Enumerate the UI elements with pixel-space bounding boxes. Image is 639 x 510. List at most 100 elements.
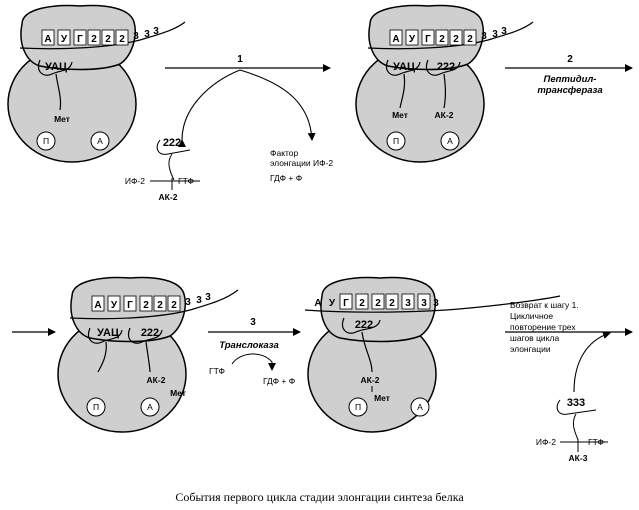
panel-4: А У Г 2 2 2 3 3 3 222 АК-2 Мет П А: [304, 276, 561, 433]
step3-gtp: ГТФ: [209, 366, 225, 376]
codon-1: А: [44, 34, 51, 45]
p4-codon-4: 2: [359, 298, 365, 309]
p3-codon-6: 2: [171, 300, 177, 311]
p3-codon-2: У: [111, 300, 118, 311]
p4-codon-1: А: [314, 298, 321, 309]
p4-codon-8: 3: [421, 298, 427, 309]
p2-site-a: А: [447, 136, 453, 146]
codon-8: 3: [144, 29, 150, 40]
panel-2: А У Г 2 2 2 3 3 3 УАЦ 222 Мет АК-2 П А: [355, 4, 534, 163]
factor-line-1: Фактор: [270, 148, 299, 158]
return-to-step-1: Возврат к шагу 1. Цикличное повторение т…: [505, 300, 633, 393]
return-line-2: Цикличное: [510, 311, 553, 321]
ak3-label: АК-3: [569, 453, 588, 463]
p3-met: Мет: [170, 388, 186, 398]
peptidyl-line-2: трансфераза: [537, 85, 602, 96]
p2-ak2: АК-2: [435, 110, 454, 120]
step-3-arrow: 3 Транслоказа ГТФ ГДФ + Ф: [208, 317, 301, 386]
p3-anticodon-met: УАЦ: [97, 327, 119, 339]
mrna-strand-2: [367, 21, 534, 50]
translocase-label: Транслоказа: [219, 340, 279, 351]
p2-site-p: П: [393, 136, 399, 146]
p2-met: Мет: [392, 110, 408, 120]
p4-codon-2: У: [329, 298, 336, 309]
p3-codon-5: 2: [157, 300, 163, 311]
step-2-arrow: 2 Пептидил- трансфераза: [505, 54, 633, 96]
codon-row: А У Г 2 2 2 3 3 3: [41, 26, 159, 46]
gdp-label: ГДФ + Ф: [270, 173, 302, 183]
p3-ak2: АК-2: [147, 375, 166, 385]
p4-site-a: А: [417, 402, 423, 412]
p3-codon-3: Г: [127, 300, 133, 311]
if2-label-3: ИФ-2: [536, 437, 556, 447]
gtp-label: ГТФ: [178, 176, 194, 186]
mrna-strand-4: [304, 295, 561, 313]
step3-gdp: ГДФ + Ф: [263, 376, 295, 386]
p4-codon-5: 2: [375, 298, 381, 309]
p2-codon-3: Г: [425, 34, 431, 45]
panel-1: А У Г 2 2 2 3 3 3 УАЦ Мет П А: [7, 4, 186, 163]
codon-4: 2: [91, 34, 97, 45]
p3-anticodon-2: 222: [141, 327, 159, 339]
codon-9: 3: [153, 26, 159, 37]
codon-5: 2: [105, 34, 111, 45]
p4-codon-9: 3: [433, 298, 439, 309]
step-1-products: Фактор элонгации ИФ-2 ГДФ + Ф: [270, 148, 333, 183]
incoming-trna-2: 222 ИФ-2 ГТФ АК-2: [125, 137, 200, 202]
gtp-label-3: ГТФ: [588, 437, 604, 447]
site-a: А: [97, 136, 103, 146]
p2-codon-6: 2: [467, 34, 473, 45]
p3-site-a: А: [147, 402, 153, 412]
incoming-anticodon-2: 222: [163, 137, 181, 149]
p2-codon-1: А: [392, 34, 399, 45]
p2-codon-2: У: [409, 34, 416, 45]
codon-6: 2: [119, 34, 125, 45]
trna-met: [38, 59, 73, 111]
factor-line-2: элонгации ИФ-2: [270, 158, 333, 168]
p2-anticodon-met: УАЦ: [393, 61, 415, 73]
p2-codon-9: 3: [501, 26, 507, 37]
anticodon-met: УАЦ: [45, 61, 67, 73]
ribosome-small-subunit-4: [320, 276, 436, 343]
step-3-number: 3: [250, 317, 256, 328]
p3-codon-1: А: [94, 300, 101, 311]
figure-caption: События первого цикла стадии элонгации с…: [175, 490, 464, 504]
step-1-arrow: 1: [165, 54, 331, 148]
step-2-number: 2: [567, 54, 573, 65]
codon-2: У: [61, 34, 68, 45]
p2-codon-8: 3: [492, 29, 498, 40]
panel-3: А У Г 2 2 2 3 3 3 УАЦ 222 АК-2 Мет П А: [57, 276, 239, 433]
return-line-3: повторение трех: [510, 322, 576, 332]
p4-codon-7: 3: [405, 298, 411, 309]
p3-codon-7: 3: [185, 297, 191, 308]
p2-anticodon-2: 222: [437, 61, 455, 73]
ak2-label: АК-2: [159, 192, 178, 202]
return-line-1: Возврат к шагу 1.: [510, 300, 579, 310]
p4-anticodon-2: 222: [355, 319, 373, 331]
incoming-trna-3: 333 ИФ-2 ГТФ АК-3: [536, 397, 608, 463]
mrna-strand: [19, 21, 186, 50]
met-label: Мет: [54, 114, 70, 124]
p4-codon-6: 2: [389, 298, 395, 309]
return-line-5: элонгации: [510, 344, 551, 354]
p3-codon-4: 2: [143, 300, 149, 311]
site-p: П: [43, 136, 49, 146]
p3-codon-8: 3: [196, 295, 202, 306]
if2-label: ИФ-2: [125, 176, 145, 186]
step-1-number: 1: [237, 54, 243, 65]
p3-site-p: П: [93, 402, 99, 412]
p4-codon-3: Г: [343, 298, 349, 309]
codon-7: 3: [133, 31, 139, 42]
p2-codon-4: 2: [439, 34, 445, 45]
incoming-anticodon-3: 333: [567, 397, 585, 409]
p4-met: Мет: [374, 393, 390, 403]
mrna-strand-3: [69, 289, 239, 320]
return-line-4: шагов цикла: [510, 333, 559, 343]
p4-site-p: П: [355, 402, 361, 412]
p2-codon-5: 2: [453, 34, 459, 45]
p3-codon-9: 3: [205, 292, 211, 303]
codon-3: Г: [77, 34, 83, 45]
p4-ak2: АК-2: [361, 375, 380, 385]
